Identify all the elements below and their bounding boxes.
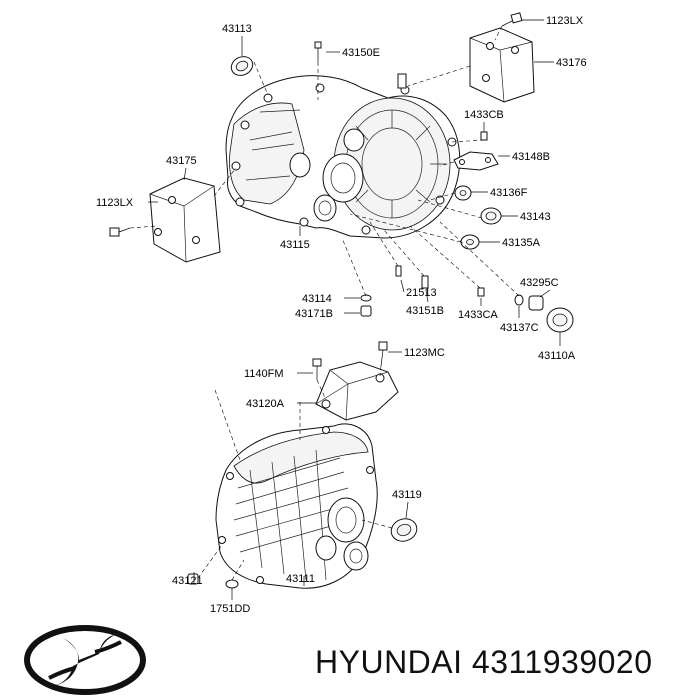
seal-43119 — [390, 518, 418, 542]
bolt-1123LX-left — [109, 227, 131, 237]
label-43121: 43121 — [172, 575, 203, 587]
brand-caption: HYUNDAI 4311939020 — [315, 644, 653, 680]
bolt-43151B — [421, 275, 429, 289]
label-43120A: 43120A — [246, 398, 285, 410]
label-1433CA: 1433CA — [458, 309, 498, 321]
plug-43114 — [360, 294, 372, 302]
pin-1433CA — [477, 287, 485, 297]
seal-43113 — [230, 56, 254, 76]
bolt-21513 — [395, 265, 402, 277]
label-1140FM: 1140FM — [244, 368, 284, 380]
leader-lines — [148, 19, 561, 600]
pin-1433CB — [480, 131, 488, 141]
bracket-43175 — [149, 177, 221, 263]
transaxle-case-43115 — [225, 73, 461, 239]
seal-43143 — [480, 207, 502, 225]
hyundai-logo-icon — [24, 625, 146, 695]
plug-43121 — [187, 573, 199, 585]
label-43150E: 43150E — [342, 47, 380, 59]
bushing-43295C — [528, 295, 544, 311]
part-labels: 43113 43150E 1123LX 43176 1433CB 43148B … — [96, 15, 587, 615]
label-1433CB: 1433CB — [464, 109, 504, 121]
ring-43137C — [514, 294, 524, 306]
label-43114: 43114 — [302, 293, 332, 305]
transmission-case-43111 — [215, 423, 378, 589]
label-43175: 43175 — [166, 155, 197, 167]
label-21513: 21513 — [406, 287, 437, 299]
label-43136F: 43136F — [490, 187, 528, 199]
label-43119: 43119 — [392, 489, 422, 501]
bolt-43150E — [314, 41, 322, 62]
label-43115: 43115 — [280, 239, 310, 251]
label-43295C: 43295C — [520, 277, 559, 289]
bolt-1123MC — [378, 341, 388, 367]
bracket-43176 — [469, 27, 535, 103]
label-43171B: 43171B — [295, 308, 333, 320]
label-43148B: 43148B — [512, 151, 550, 163]
plug-43171B — [360, 305, 372, 317]
label-1123LX-top: 1123LX — [546, 15, 584, 27]
label-43151B: 43151B — [406, 305, 444, 317]
label-43110A: 43110A — [538, 350, 576, 362]
clip-1751DD — [225, 579, 239, 589]
washer-43136F — [454, 185, 472, 201]
label-1123LX-left: 1123LX — [96, 197, 134, 209]
bracket-43120A — [315, 361, 399, 421]
explode-lines — [129, 25, 520, 581]
label-43113: 43113 — [222, 23, 252, 35]
label-1123MC: 1123MC — [404, 347, 445, 359]
label-43137C: 43137C — [500, 322, 539, 334]
bearing-43110A — [546, 307, 574, 333]
bolt-1140FM — [312, 358, 322, 380]
label-1751DD: 1751DD — [210, 603, 250, 615]
label-43143: 43143 — [520, 211, 551, 223]
plate-43148B — [453, 151, 499, 171]
label-43135A: 43135A — [502, 237, 541, 249]
label-43176: 43176 — [556, 57, 587, 69]
bolt-1123LX-top — [501, 12, 523, 27]
washer-43135A — [460, 234, 480, 250]
label-43111: 43111 — [286, 573, 315, 585]
